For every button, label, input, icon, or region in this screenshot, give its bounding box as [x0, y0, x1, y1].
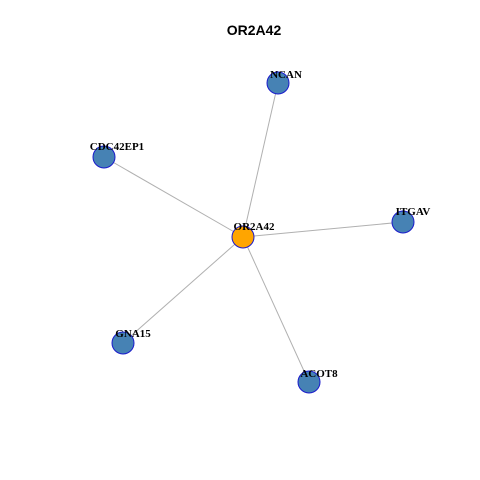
edge-gna15: [122, 236, 244, 344]
edge-acot8: [242, 236, 310, 383]
node-itgav[interactable]: [391, 210, 415, 234]
edge-ncan: [242, 82, 279, 238]
label-or2a42: OR2A42: [234, 221, 275, 233]
node-cdc42ep1[interactable]: [92, 145, 116, 169]
edge-cdc42ep1: [103, 156, 244, 238]
nodes: [92, 71, 415, 394]
node-ncan[interactable]: [266, 71, 290, 95]
label-acot8: ACOT8: [300, 368, 338, 380]
graph-title: OR2A42: [227, 22, 282, 38]
edges: [103, 82, 404, 383]
label-gna15: GNA15: [115, 328, 151, 340]
label-ncan: NCAN: [270, 69, 302, 81]
node-gna15[interactable]: [111, 331, 135, 355]
label-itgav: ITGAV: [396, 206, 431, 218]
edge-itgav: [242, 221, 404, 238]
node-labels: NCAN CDC42EP1 ITGAV GNA15 ACOT8 OR2A42: [90, 69, 431, 380]
node-acot8[interactable]: [297, 370, 321, 394]
node-or2a42[interactable]: [231, 225, 255, 249]
label-cdc42ep1: CDC42EP1: [90, 141, 144, 153]
